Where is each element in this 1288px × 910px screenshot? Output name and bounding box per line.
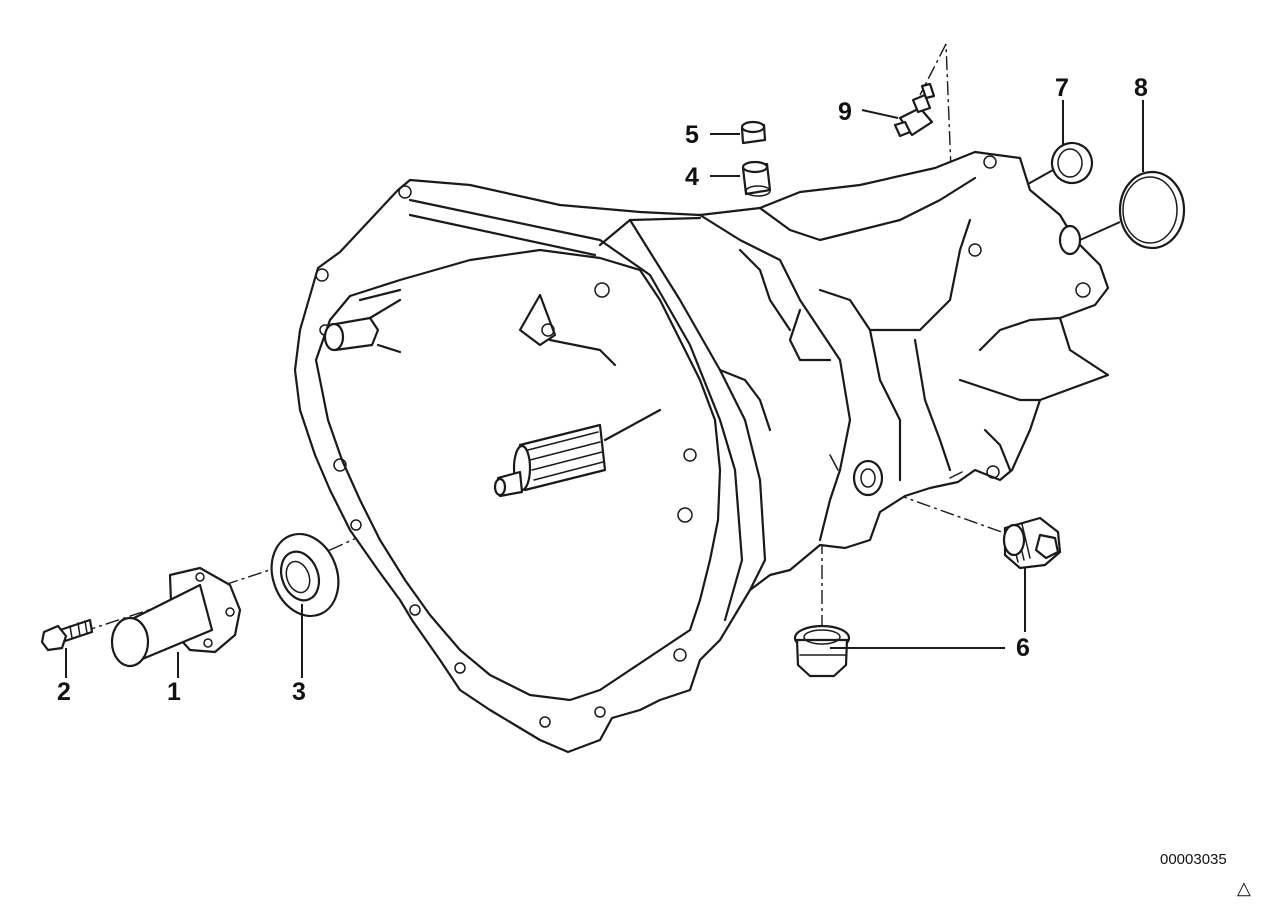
callout-8: 8	[1134, 74, 1148, 102]
callout-6: 6	[1016, 634, 1030, 662]
part-seal-ring	[1050, 141, 1094, 185]
callout-1: 1	[167, 678, 181, 706]
callout-labels: 1 2 3 4 5 6 7 8 9	[57, 74, 1148, 706]
part-plug	[740, 120, 767, 145]
callout-4: 4	[685, 163, 699, 191]
callout-3: 3	[292, 678, 306, 706]
callout-2: 2	[57, 678, 71, 706]
part-shaft-seal	[270, 532, 340, 618]
part-screw-plug-upper	[1002, 516, 1062, 570]
diagram-reference-number: 00003035	[1160, 851, 1227, 868]
callout-5: 5	[685, 121, 699, 149]
input-shaft	[493, 408, 662, 498]
callout-7: 7	[1055, 74, 1069, 102]
part-screw-plug-lower	[793, 624, 851, 678]
callout-leaders	[65, 100, 1144, 678]
part-bolt	[40, 618, 94, 652]
callout-9: 9	[838, 98, 852, 126]
part-guide-sleeve	[110, 566, 242, 668]
part-o-ring	[1118, 170, 1186, 250]
part-switch	[893, 82, 936, 138]
corner-triangle-icon: △	[1237, 878, 1251, 898]
transmission-housing	[293, 150, 1110, 754]
part-sleeve	[741, 160, 772, 197]
